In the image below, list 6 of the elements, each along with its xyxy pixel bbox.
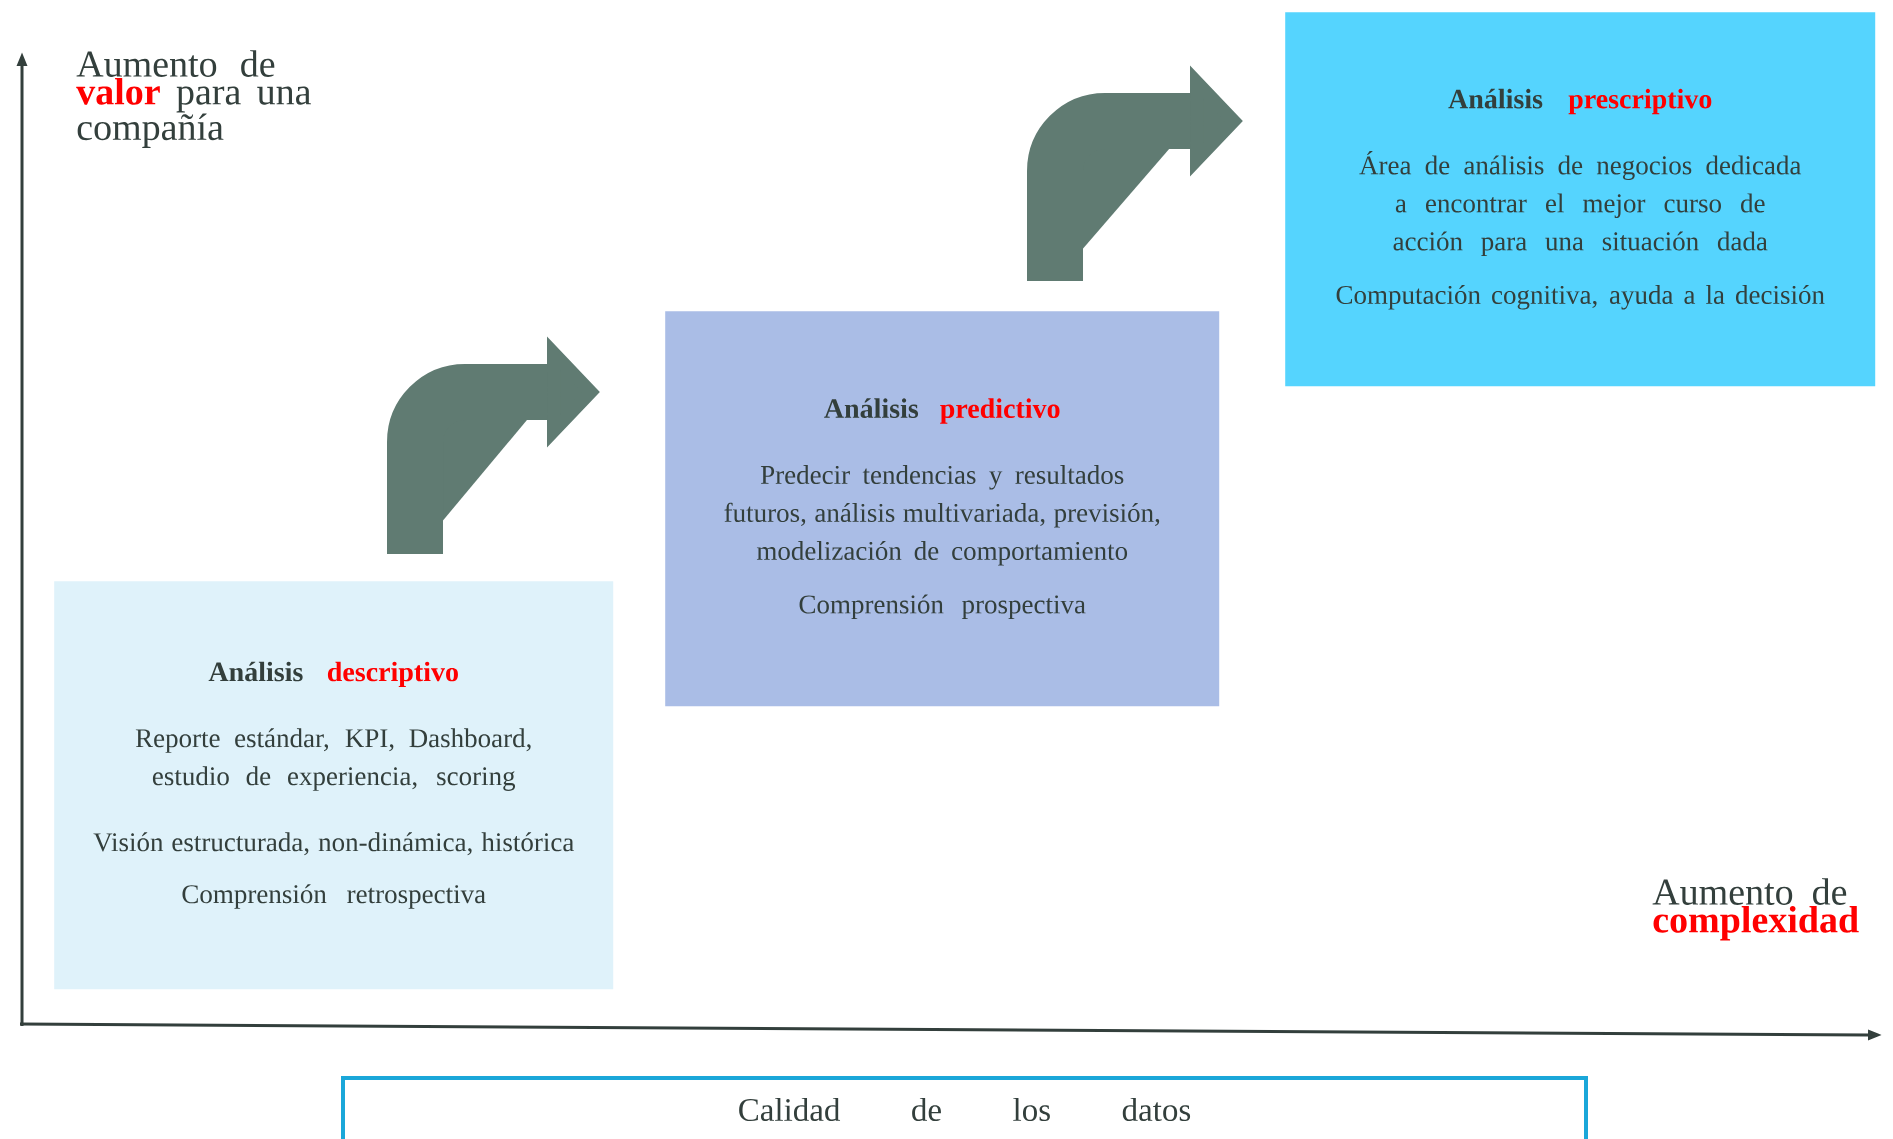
axis-label: Aumento de valor para una compañía <box>76 50 311 148</box>
analysis-box: Análisis descriptivo Reporte estándar, KPI, Dashboard, estudio de experiencia, scoring Visión estructurada, non-dinámica, histórica Comprensión retrospectiva <box>54 581 614 990</box>
text-box: Calidad de los datos <box>341 1076 1588 1139</box>
analysis-box: Análisis predictivo Predecir tendencias y resultados futuros, análisis multivariada, previsión, modelización de comportamiento Comprensión prospectiva <box>665 311 1220 707</box>
analysis-box: Análisis prescriptivo Área de análisis de negocios dedicada a encontrar el mejor curso de acción para una situación dada Computación cognitiva, ayuda a la decisión <box>1285 12 1876 387</box>
axis-label: Aumento de complexidad <box>1652 878 1859 941</box>
